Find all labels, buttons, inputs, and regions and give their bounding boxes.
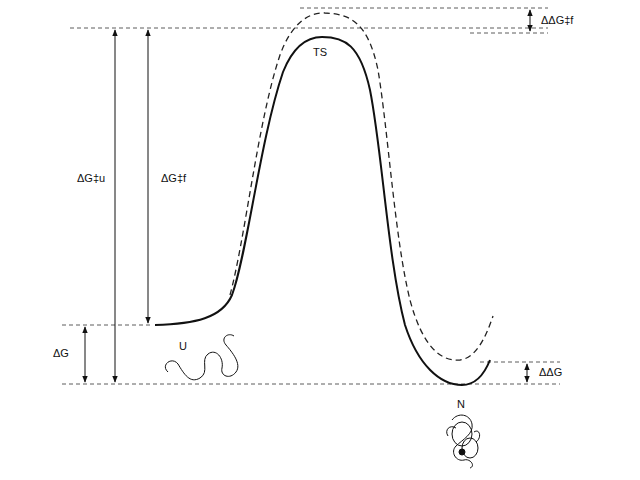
folded-protein (447, 415, 480, 468)
unfolded-chain (165, 335, 238, 380)
reference-lines (62, 8, 560, 384)
energy-label: ΔΔG‡f (540, 14, 574, 26)
energy-label: ΔG‡u (76, 172, 106, 184)
energy-label: N (456, 398, 466, 410)
energy-label: TS (312, 46, 328, 58)
dimension-arrows (85, 10, 530, 382)
energy-label: U (178, 340, 188, 352)
wildtype-energy-curve (155, 37, 490, 385)
energy-label: ΔG‡f (160, 172, 187, 184)
energy-label: ΔG (52, 347, 70, 359)
energy-label: ΔΔG (538, 366, 563, 378)
